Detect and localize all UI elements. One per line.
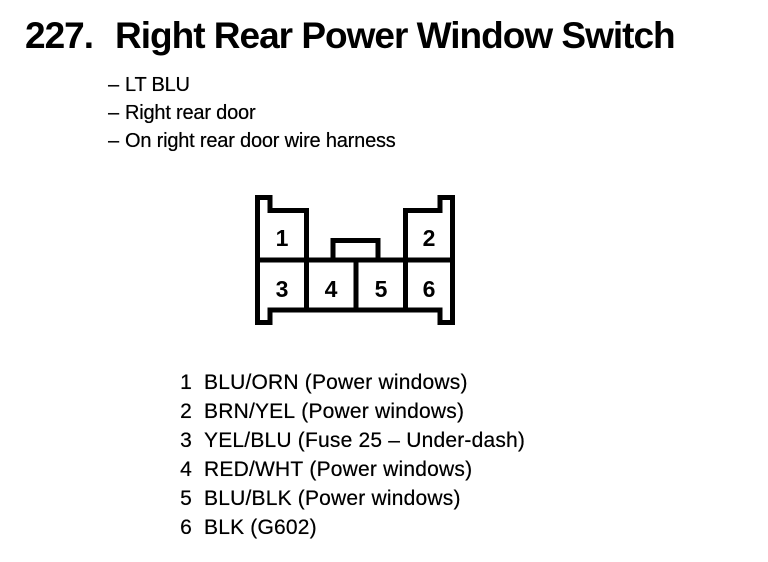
attribute-item: –On right rear door wire harness xyxy=(108,127,396,155)
circuit-function: (G602) xyxy=(250,516,317,539)
pin-number: 5 xyxy=(180,487,192,510)
pin-number: 2 xyxy=(180,400,192,423)
figure-number: 227. xyxy=(25,15,94,56)
wire-color: BRN/YEL xyxy=(204,400,296,423)
pinout-row: 1 BLU/ORN(Power windows) xyxy=(179,368,525,397)
pin-number: 3 xyxy=(180,429,192,452)
pin-number: 4 xyxy=(180,458,192,481)
cavity-number-2: 2 xyxy=(423,225,436,251)
figure-header: 227. Right Rear Power Window Switch xyxy=(25,15,676,57)
bullet-dash: – xyxy=(108,74,119,96)
pinout-row: 3 YEL/BLU(Fuse 25 – Under-dash) xyxy=(179,426,525,455)
circuit-function: (Power windows) xyxy=(309,458,473,481)
cavity-number-5: 5 xyxy=(375,276,388,302)
pin-number: 6 xyxy=(180,516,192,539)
cavity-number-3: 3 xyxy=(276,276,289,302)
attribute-item: –Right rear door xyxy=(108,99,396,127)
pinout-row: 5 BLU/BLK(Power windows) xyxy=(179,484,525,513)
bullet-dash: – xyxy=(108,102,119,124)
bullet-dash: – xyxy=(108,130,119,152)
wire-color: BLK xyxy=(204,516,245,539)
connector-diagram: 1 2 3 4 5 6 xyxy=(250,190,460,330)
wire-color: YEL/BLU xyxy=(204,429,292,452)
circuit-function: (Power windows) xyxy=(304,371,468,394)
circuit-function: (Fuse 25 – Under-dash) xyxy=(297,429,526,452)
circuit-function: (Power windows) xyxy=(297,487,461,510)
pinout-row: 6 BLK(G602) xyxy=(179,513,525,542)
cavity-number-6: 6 xyxy=(423,276,436,302)
attribute-label: LT BLU xyxy=(125,74,190,96)
wire-color: RED/WHT xyxy=(204,458,304,481)
pinout-row: 2 BRN/YEL(Power windows) xyxy=(179,397,525,426)
attribute-item: –LT BLU xyxy=(108,71,396,99)
attribute-label: Right rear door xyxy=(125,102,256,124)
figure-title: Right Rear Power Window Switch xyxy=(115,15,676,56)
connector-dividers xyxy=(255,257,455,313)
wire-color: BLU/BLK xyxy=(204,487,292,510)
circuit-function: (Power windows) xyxy=(301,400,465,423)
attribute-label: On right rear door wire harness xyxy=(125,130,396,152)
cavity-number-4: 4 xyxy=(325,276,338,302)
attribute-list: –LT BLU –Right rear door –On right rear … xyxy=(108,71,396,155)
wire-color: BLU/ORN xyxy=(204,371,299,394)
pin-number: 1 xyxy=(180,371,192,394)
connector-svg: 1 2 3 4 5 6 xyxy=(255,195,455,325)
cavity-number-1: 1 xyxy=(276,225,289,251)
pinout-row: 4 RED/WHT(Power windows) xyxy=(179,455,525,484)
